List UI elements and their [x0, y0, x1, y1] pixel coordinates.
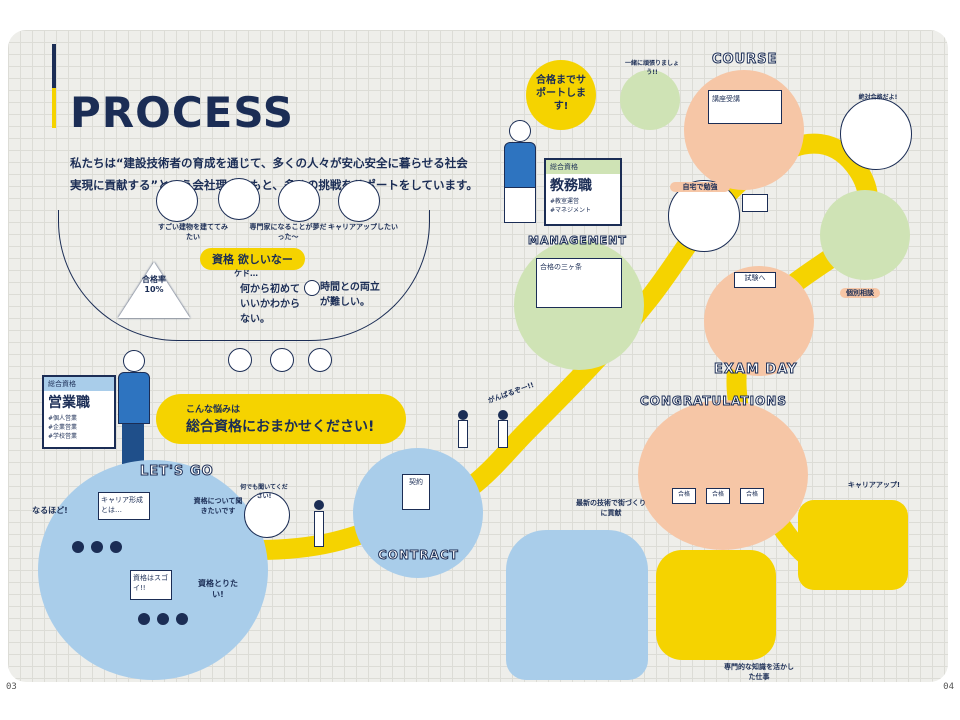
person-icon-3: [308, 348, 332, 372]
notebook-icon: [742, 194, 768, 212]
course-mini-circle: [620, 70, 680, 130]
course-label: COURSE: [711, 52, 778, 68]
celebrate-mini-circle: [820, 190, 910, 280]
encourage-text: 絶対合格だよ!: [858, 94, 898, 101]
audience-heads: [72, 538, 132, 553]
worry-career: キャリアアップしたい: [328, 223, 398, 231]
expert-panel: [656, 550, 776, 660]
intro-line-2: 実現に貢献する”という会社理念のもと、多くの挑戦をサポートをしています。: [70, 178, 478, 192]
career-up-text: キャリアアップ!: [847, 481, 901, 489]
lets-go-label: LET'S GO: [140, 464, 214, 480]
spread-background: PROCESS 私たちは“建設技術者の育成を通じて、多くの人々が安心安全に暮らせ…: [8, 30, 948, 682]
contract-circle: [353, 448, 483, 578]
avatar-worker: [278, 180, 320, 222]
running-person-2: [498, 410, 512, 450]
exam-day-label: EXAM DAY: [713, 362, 798, 378]
sales-card: 総合資格 営業職 #個人営業 #企業営業 #学校営業: [42, 375, 116, 449]
clock-icon: [304, 280, 320, 296]
worry-time-balance: 時間との両立が難しい。: [320, 282, 380, 308]
sales-card-item-3: #学校営業: [48, 433, 78, 440]
instructor-figure: [504, 120, 536, 240]
consult-text: 個別相談: [840, 288, 880, 298]
course-board-text: 講座受講: [712, 95, 740, 103]
contract-label: CONTRACT: [378, 548, 459, 563]
home-study-circle: [668, 180, 740, 252]
group-heads: [138, 610, 208, 625]
management-board: 合格の三ヶ条: [536, 258, 622, 308]
congrats-sign-2: 合格: [706, 488, 730, 504]
want-license-pill: 資格 欲しいなー: [200, 248, 305, 270]
career-board: キャリア形成とは…: [98, 492, 150, 520]
support-bubble: 合格までサポートします!: [526, 60, 596, 130]
career-up-panel: [798, 500, 908, 590]
page-number-left: 03: [6, 682, 17, 692]
sales-card-title: 営業職: [48, 395, 90, 411]
contract-doc-text: 契約: [409, 478, 423, 486]
sales-card-item-2: #企業営業: [48, 424, 78, 431]
salesperson-figure: [118, 350, 150, 470]
intro-text: 私たちは“建設技術者の育成を通じて、多くの人々が安心安全に暮らせる社会 実現に貢…: [70, 152, 478, 196]
person-icon-1: [228, 348, 252, 372]
license-great-board: 資格はスゴイ!!: [130, 570, 172, 600]
course-board: 講座受講: [708, 90, 782, 124]
title-accent-bar: [52, 44, 56, 128]
walking-person: [314, 500, 326, 547]
page-title: PROCESS: [70, 88, 294, 137]
congrats-sign-2-text: 合格: [711, 491, 724, 498]
solution-lead: こんな悩みは: [186, 405, 241, 415]
intro-line-1: 私たちは“建設技術者の育成を通じて、多くの人々が安心安全に暮らせる社会: [70, 156, 468, 170]
exam-sign-text: 試験へ: [744, 274, 766, 282]
management-label: MANAGEMENT: [528, 234, 627, 248]
lets-go-ask: 資格について聞きたいです: [193, 497, 243, 515]
lets-go-ask-anything: 何でも聞いてください!: [240, 484, 288, 500]
congrats-label: CONGRATULATIONS: [640, 394, 787, 409]
person-icon-2: [270, 348, 294, 372]
tech-text: 最新の技術で街づくりに貢献: [576, 499, 646, 517]
congrats-sign-3-text: 合格: [745, 491, 758, 498]
career-board-text: キャリア形成とは…: [101, 496, 143, 514]
worry-expert: 専門家になることが夢だった〜: [249, 223, 327, 241]
congrats-sign-1-text: 合格: [677, 491, 690, 498]
congrats-sign-1: 合格: [672, 488, 696, 504]
home-study-text: 自宅で勉強: [670, 182, 730, 192]
expert-text: 専門的な知識を活かした仕事: [724, 663, 794, 681]
management-card-item-2: #マネジメント: [550, 207, 592, 214]
congrats-sign-3: 合格: [740, 488, 764, 504]
city-panel: [506, 530, 648, 680]
course-circle: [684, 70, 804, 190]
worry-but: ケド…: [234, 269, 258, 278]
congrats-circle: [638, 400, 808, 550]
management-card-title: 教務職: [550, 178, 592, 194]
management-card: 総合資格 教務職 #教室運営 #マネジメント: [544, 158, 622, 226]
page-number-right: 04: [943, 682, 954, 692]
avatar-student: [218, 178, 260, 220]
sales-card-tag: 総合資格: [44, 377, 114, 391]
video-call-bubble: [244, 492, 290, 538]
support-text: 合格までサポートします!: [536, 75, 586, 112]
license-great-text: 資格はスゴイ!!: [133, 574, 168, 592]
worry-build: すごい建物を建ててみたい: [158, 223, 228, 241]
management-card-tag: 総合資格: [546, 160, 620, 174]
running-person-1: [458, 410, 472, 450]
worry-where-start: 何から初めていいかわからない。: [240, 284, 300, 325]
management-card-item-1: #教室運営: [550, 198, 580, 205]
solution-main: 総合資格におまかせください!: [186, 419, 375, 435]
mountain-icon: [118, 262, 190, 318]
avatar-engineer: [338, 180, 380, 222]
management-board-text: 合格の三ヶ条: [540, 263, 582, 271]
exam-sign: 試験へ: [734, 272, 776, 288]
sales-card-item-1: #個人営業: [48, 415, 78, 422]
lets-go-want-license: 資格とりたい!: [198, 579, 238, 599]
encourage-circle: [840, 98, 912, 170]
solution-banner: こんな悩みは 総合資格におまかせください!: [156, 394, 406, 444]
course-bubble: 一緒に頑張りましょう!!: [624, 60, 679, 76]
avatar-builder: [156, 180, 198, 222]
lets-go-naruhodo: なるほど!: [32, 506, 68, 515]
pass-rate-text: 合格率 10%: [142, 275, 166, 294]
title-accent-bar-yellow: [52, 88, 56, 128]
contract-document: 契約: [402, 474, 430, 510]
